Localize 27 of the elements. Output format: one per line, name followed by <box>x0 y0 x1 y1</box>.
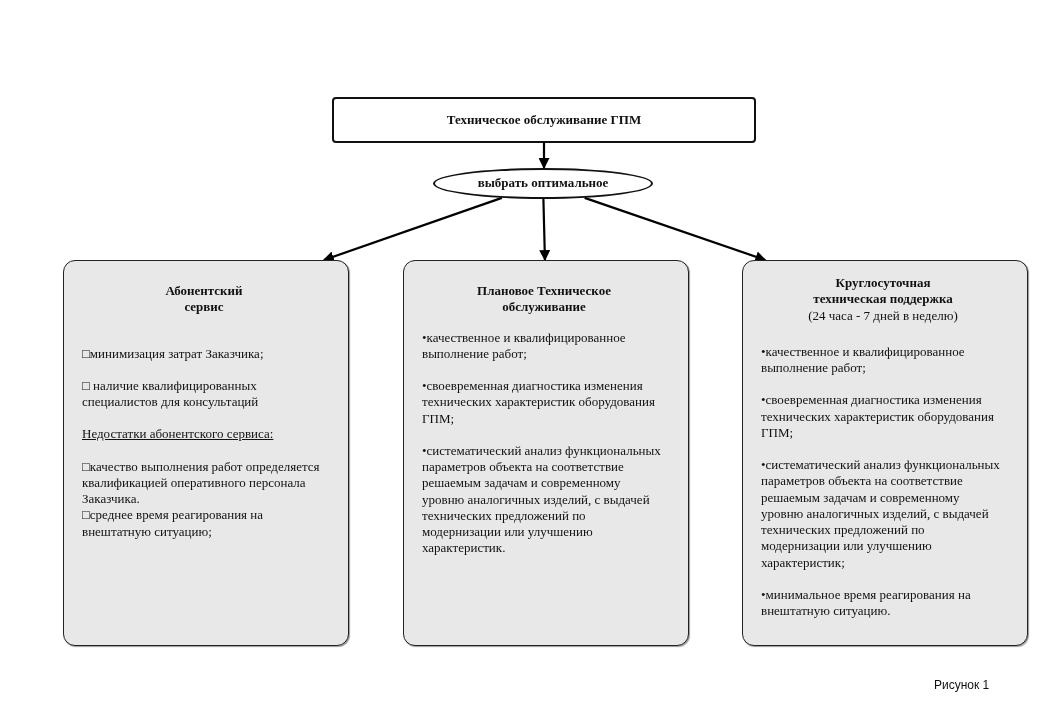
panel-text: □качество выполнения работ определяется квалификацией оперативного персонала Заказчика. <box>82 458 321 508</box>
panel-text: •качественное и квалифицированное выполнение работ; <box>761 343 966 377</box>
panel-text: •своевременная диагностика изменения технических характеристик оборудования ГПМ; <box>761 392 995 441</box>
panel-text: •систематический анализ функциональных параметров объекта на соответствие решаемым задачам и современному уровню аналогичных изделий, с выдачей технических предложений по модернизации или улучшению характеристик; <box>761 457 1001 571</box>
arrow <box>539 198 551 262</box>
panel-text: Недостатки абонентского сервиса: <box>82 426 275 443</box>
arrow <box>584 196 767 262</box>
panel-text: □ наличие квалифицированных специалистов для консультаций <box>82 377 260 411</box>
panel-text: •качественное и квалифицированное выполнение работ; <box>422 329 627 362</box>
panel-text: (24 часа - 7 дней в неделю) <box>807 307 959 324</box>
panel-text: •своевременная диагностика изменения технических характеристик оборудования ГПМ; <box>422 378 656 427</box>
arrow <box>538 143 550 170</box>
option-panel <box>403 260 689 646</box>
arrow <box>322 196 503 262</box>
box-label: Техническое обслуживание ГПМ <box>446 111 642 129</box>
figure-caption: Рисунок 1 <box>934 678 990 692</box>
box-label: выбрать оптимальное <box>477 175 609 192</box>
panel-heading: Абонентский сервис <box>164 283 244 316</box>
option-panel <box>63 260 349 646</box>
process-box <box>332 97 756 143</box>
panel-heading: Круглосуточная техническая поддержка <box>812 275 954 308</box>
panel-text: •минимальное время реагирования на внештатную ситуацию. <box>761 586 972 620</box>
panel-text: •систематический анализ функциональных параметров объекта на соответствие решаемым задачам и современному уровню аналогичных изделий, с выдачей технических предложений по модернизации или улучшению характеристик. <box>422 442 662 557</box>
panel-text: □минимизация затрат Заказчика; <box>82 345 265 362</box>
panel-heading: Плановое Техническое обслуживание <box>476 283 612 316</box>
panel-text: □среднее время реагирования на внештатную ситуацию; <box>82 507 265 540</box>
option-panel <box>742 260 1028 646</box>
